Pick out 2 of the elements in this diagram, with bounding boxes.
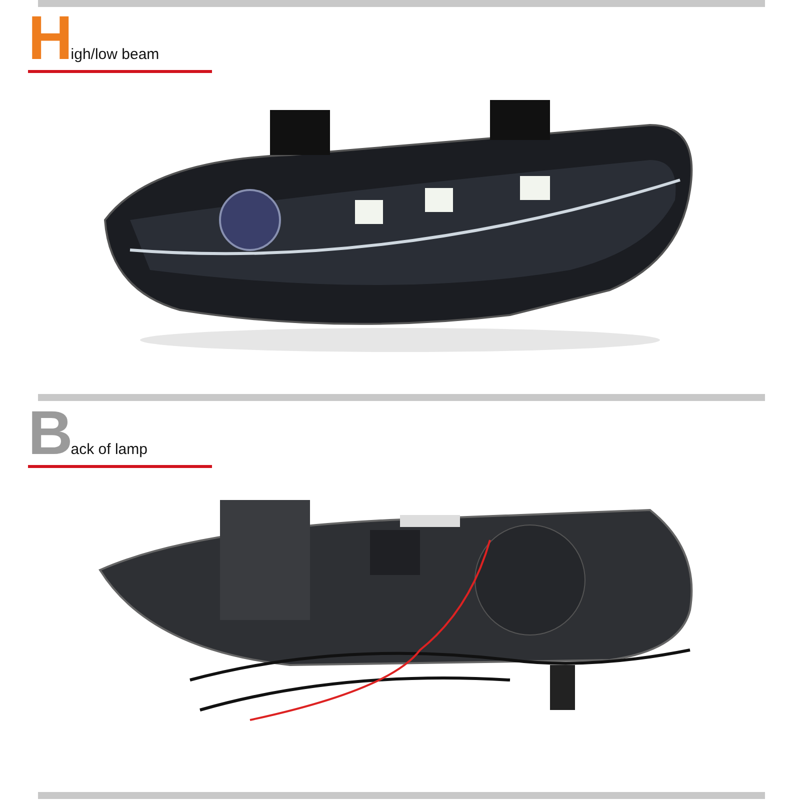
section-heading: High/low beam: [28, 8, 212, 73]
section-heading: Back of lamp: [28, 403, 212, 468]
